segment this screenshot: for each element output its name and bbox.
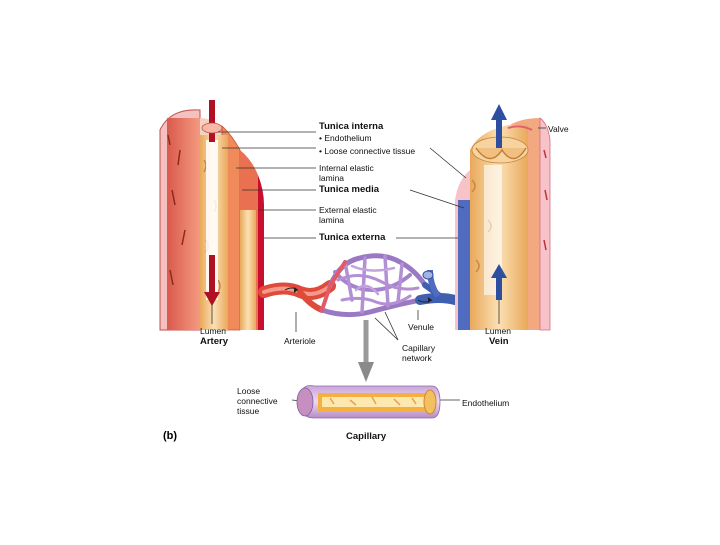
label-tunica-interna: Tunica interna [319, 121, 384, 132]
artery-drawing [159, 100, 264, 331]
label-external-elastic-line2: lamina [319, 215, 345, 225]
label-endothelium: Endothelium [462, 398, 510, 408]
label-lumen-artery: Lumen [200, 326, 226, 336]
label-internal-elastic-line2: lamina [319, 173, 345, 183]
capillary-network-drawing [319, 253, 428, 318]
label-internal-elastic-line1: Internal elastic [319, 163, 374, 173]
label-capillary: Capillary [346, 431, 387, 442]
label-vein: Vein [489, 336, 509, 347]
label-valve: Valve [548, 124, 569, 134]
label-loose-ct-line3: tissue [237, 406, 260, 416]
label-arteriole: Arteriole [284, 336, 316, 346]
capillary-drawing [296, 385, 441, 419]
label-tunica-media: Tunica media [319, 184, 380, 195]
label-capillary-network-line1: Capillary [402, 343, 436, 353]
arteriole-drawing [258, 280, 336, 313]
label-artery: Artery [200, 336, 228, 347]
label-venule: Venule [408, 322, 434, 332]
label-loose-ct-line2: connective [237, 396, 278, 406]
label-lumen-vein: Lumen [485, 326, 511, 336]
venule-drawing [415, 269, 460, 305]
label-external-elastic-line1: External elastic [319, 205, 377, 215]
label-tunica-externa: Tunica externa [319, 232, 386, 243]
label-capillary-network-line2: network [402, 353, 432, 363]
label-loose-ct-line1: Loose [237, 386, 261, 396]
vein-drawing [455, 104, 551, 331]
panel-label: (b) [163, 430, 178, 442]
gray-arrowhead [358, 362, 374, 382]
label-endothelium-bullet: • Endothelium [319, 133, 372, 143]
label-loose-ct-bullet: • Loose connective tissue [319, 146, 416, 156]
